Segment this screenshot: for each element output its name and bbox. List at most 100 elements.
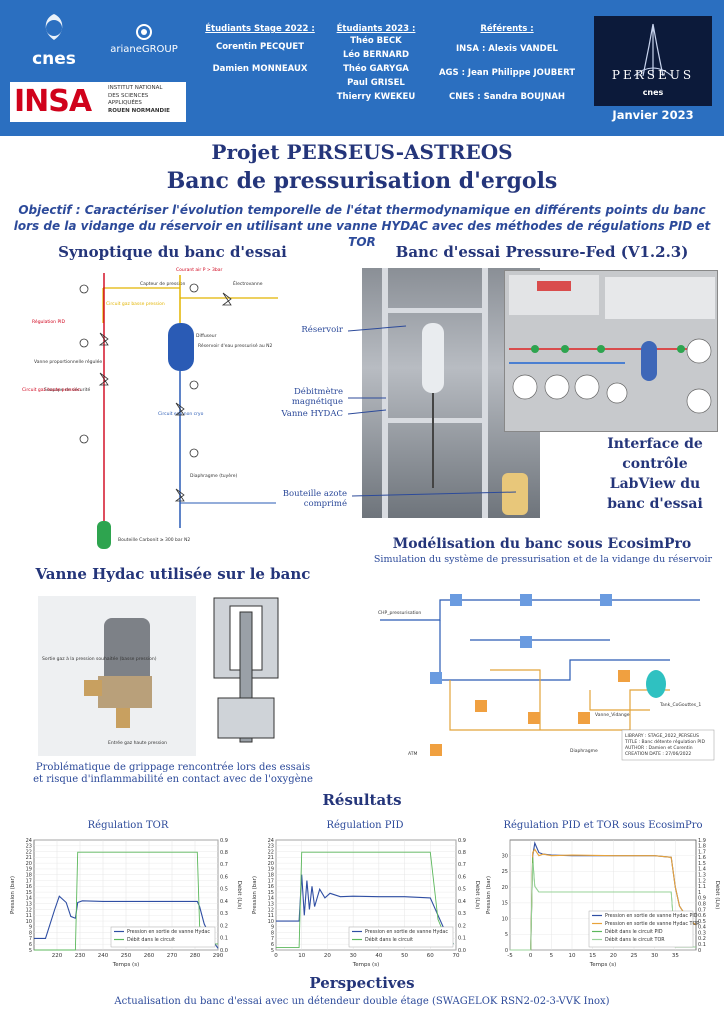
legend-label: Débit dans le circuit TOR xyxy=(605,936,665,943)
callout-vanne-hydac: Vanne HYDAC xyxy=(276,408,346,420)
y2-tick-label: 1 xyxy=(698,890,701,896)
svg-text:Circuit eau non cryo: Circuit eau non cryo xyxy=(158,411,204,417)
y-tick-label: 0 xyxy=(505,948,508,954)
y2-tick-label: 1.4 xyxy=(698,867,706,873)
svg-text:AUTHOR : Damien et Corentin: AUTHOR : Damien et Corentin xyxy=(625,745,693,751)
y2-tick-label: 1.2 xyxy=(698,878,706,884)
x-tick-label: 0 xyxy=(274,953,278,959)
x-tick-label: 5 xyxy=(550,953,554,959)
svg-text:Vanne proportionnelle régulée: Vanne proportionnelle régulée xyxy=(34,358,102,365)
y-tick-label: 15 xyxy=(502,901,508,907)
y-tick-label: 15 xyxy=(26,890,32,896)
cnes-logo: cnes xyxy=(14,10,94,70)
y2-tick-label: 0.8 xyxy=(698,901,706,907)
y-tick-label: 12 xyxy=(26,907,32,913)
x-tick-label: 35 xyxy=(672,953,679,959)
y-tick-label: 30 xyxy=(502,854,508,860)
svg-text:Vanne_Vidange: Vanne_Vidange xyxy=(595,712,630,718)
students-2023: Étudiants 2023 : Théo BECK Léo BERNARD T… xyxy=(336,24,416,102)
x-tick-label: 50 xyxy=(401,953,408,959)
y-tick-label: 22 xyxy=(26,849,32,855)
y-tick-label: 9 xyxy=(29,925,32,931)
y-tick-label: 11 xyxy=(268,913,274,919)
svg-text:Entrée gaz haute pression: Entrée gaz haute pression xyxy=(108,739,167,746)
y2-tick-label: 0.7 xyxy=(220,862,228,868)
y2-tick-label: 0.5 xyxy=(458,887,466,893)
y-tick-label: 13 xyxy=(26,901,32,907)
y-tick-label: 6 xyxy=(29,942,32,948)
x-tick-label: 10 xyxy=(298,953,305,959)
y-tick-label: 23 xyxy=(26,844,32,850)
svg-text:Réservoir d'eau pressurisé au: Réservoir d'eau pressurisé au N2 xyxy=(198,342,272,349)
x-tick-label: 70 xyxy=(453,953,460,959)
y-tick-label: 17 xyxy=(26,878,32,884)
y2-tick-label: 0.7 xyxy=(698,907,706,913)
y2-tick-label: 0.4 xyxy=(220,899,228,905)
chart-title-tor: Régulation TOR xyxy=(87,820,169,831)
y2-tick-label: 0.6 xyxy=(220,874,228,880)
svg-text:Tank_CoGouttes_1: Tank_CoGouttes_1 xyxy=(659,702,701,708)
x-tick-label: 280 xyxy=(190,953,201,959)
y-tick-label: 11 xyxy=(26,913,32,919)
y2-tick-label: 0.2 xyxy=(458,923,466,929)
students-2022: Étudiants Stage 2022 : Corentin PECQUET … xyxy=(205,24,315,74)
poster-subtitle: Banc de pressurisation d'ergols xyxy=(166,168,558,194)
perseus-logo: PERSEUS cnes xyxy=(594,16,712,106)
legend-label: Pression en sortie de vanne Hydac xyxy=(127,929,210,935)
legend-label: Pression en sortie de vanne Hydac xyxy=(365,929,448,935)
svg-text:Sortie gaz à la pression souha: Sortie gaz à la pression souhaitée (bass… xyxy=(42,655,157,662)
y-tick-label: 12 xyxy=(268,907,274,913)
y2-tick-label: 0.9 xyxy=(458,838,466,844)
y-tick-label: 18 xyxy=(26,873,32,879)
legend-box xyxy=(110,926,216,948)
y-tick-label: 14 xyxy=(268,896,274,902)
x-tick-label: 270 xyxy=(167,953,178,959)
y-axis-label: Pression (bar) xyxy=(252,876,258,914)
y-tick-label: 19 xyxy=(26,867,32,873)
y-tick-label: 10 xyxy=(268,919,274,925)
svg-text:ATM: ATM xyxy=(408,751,417,757)
hydac-cross-section xyxy=(204,588,288,758)
arianegroup-logo: arianeGROUP xyxy=(104,22,184,62)
y-tick-label: 7 xyxy=(271,936,274,942)
ecosim-heading: Modélisation du banc sous EcosimPro xyxy=(392,536,692,552)
x-tick-label: 20 xyxy=(610,953,617,959)
banc-heading: Banc d'essai Pressure-Fed (V1.2.3) xyxy=(395,243,689,261)
legend-label: Pression en sortie de vanne Hydac PID xyxy=(605,913,698,919)
poster-title: Projet PERSEUS-ASTREOS xyxy=(211,140,513,164)
y2-tick-label: 0.6 xyxy=(698,913,706,919)
x-tick-label: 260 xyxy=(144,953,155,959)
x-tick-label: 40 xyxy=(375,953,382,959)
y-tick-label: 22 xyxy=(268,849,274,855)
x-tick-label: 250 xyxy=(121,953,132,959)
y-tick-label: 24 xyxy=(26,838,32,844)
y2-tick-label: 0.0 xyxy=(458,948,466,954)
legend-label: Débit dans le circuit PID xyxy=(605,928,663,935)
x-tick-label: 240 xyxy=(98,953,109,959)
perseus-rocket-icon xyxy=(633,23,673,77)
series-line xyxy=(34,895,219,949)
svg-text:Régulation PID: Régulation PID xyxy=(32,318,66,325)
y-axis-label: Pression (bar) xyxy=(10,876,16,914)
svg-text:Électrovanne: Électrovanne xyxy=(233,279,263,287)
y-tick-label: 20 xyxy=(502,885,508,891)
svg-text:Diaphragme (tuyère): Diaphragme (tuyère) xyxy=(190,472,238,479)
legend-label: Pression en sortie de vanne Hydac TOR xyxy=(605,921,700,927)
y2-tick-label: 0.5 xyxy=(220,887,228,893)
y2-tick-label: 0.5 xyxy=(698,919,706,925)
svg-text:CREATION DATE : 27/06/2022: CREATION DATE : 27/06/2022 xyxy=(625,751,691,757)
y-tick-label: 5 xyxy=(271,948,274,954)
y-tick-label: 23 xyxy=(268,844,274,850)
series-line xyxy=(276,874,454,945)
y-tick-label: 13 xyxy=(268,901,274,907)
y2-tick-label: 0.4 xyxy=(458,899,466,905)
y-tick-label: 14 xyxy=(26,896,32,902)
synoptique-heading: Synoptique du banc d'essai xyxy=(58,243,287,261)
y2-axis-label: Débit (L/s) xyxy=(474,881,480,910)
y-tick-label: 25 xyxy=(502,869,508,875)
cnes-logo-icon: cnes xyxy=(32,14,76,69)
y-tick-label: 17 xyxy=(268,878,274,884)
svg-text:Courant air P > 3bar: Courant air P > 3bar xyxy=(176,267,223,273)
